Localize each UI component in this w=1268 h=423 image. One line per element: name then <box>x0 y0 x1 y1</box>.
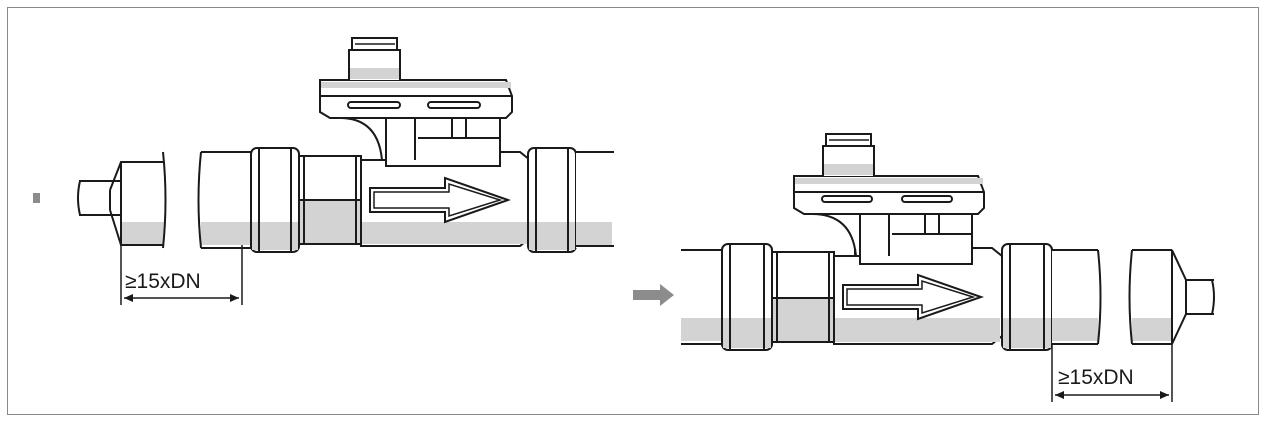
inlet-pipe <box>40 180 126 216</box>
hex-body-2 <box>771 251 835 343</box>
inlet-pipe-right <box>681 249 725 346</box>
coupling-nut-left <box>250 147 300 253</box>
coupling-nut-right <box>527 147 577 253</box>
flow-body-2 <box>833 247 1003 345</box>
inlet-distance-dimension <box>120 245 243 305</box>
outlet-segment-1 <box>1052 249 1102 346</box>
right-flow-arrow <box>633 284 674 306</box>
right-setup <box>633 133 1215 402</box>
coupling-nut-right-2 <box>1001 243 1053 351</box>
sensor-housing-left <box>319 37 513 167</box>
flow-body <box>360 151 531 247</box>
inlet-distance-label: ≥15xDN <box>125 270 201 293</box>
outlet-pipe-left <box>576 151 614 248</box>
hex-body <box>298 155 362 245</box>
sensor-housing-right <box>793 133 985 265</box>
pipe-segment-2 <box>197 151 251 249</box>
flow-direction-arrow <box>369 176 512 224</box>
outlet-distance-label: ≥15xDN <box>1058 366 1134 389</box>
outlet-segment-2 <box>1128 249 1215 346</box>
left-setup <box>33 37 614 305</box>
outlet-distance-dimension <box>1051 344 1173 402</box>
coupling-nut-left-2 <box>721 243 773 351</box>
flow-direction-arrow-2 <box>842 273 985 321</box>
